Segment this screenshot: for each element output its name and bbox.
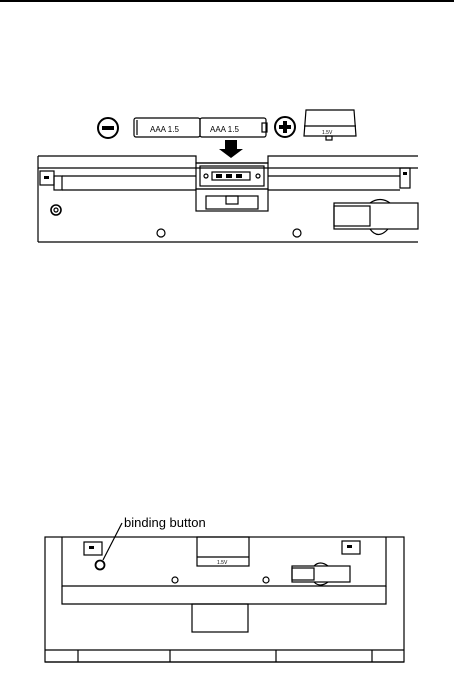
binding-button-figure: binding button 1.5V (45, 515, 404, 662)
battery-right: AAA 1.5 (200, 118, 267, 137)
binding-button-icon (96, 561, 105, 570)
battery-left-label: AAA 1.5 (150, 125, 179, 134)
minus-sign-icon (98, 118, 118, 138)
battery-cover: 1.5V (304, 110, 356, 140)
insert-arrow-icon (219, 140, 243, 158)
battery-cover-closed: 1.5V (197, 537, 249, 566)
binding-button-callout: binding button (124, 515, 206, 530)
keyboard-underside-top (38, 156, 418, 242)
callout-line (103, 523, 122, 560)
battery-installation-figure: AAA 1.5 AAA 1.5 1.5V (38, 110, 418, 242)
plus-sign-icon (275, 117, 295, 137)
battery-left: AAA 1.5 (134, 118, 200, 137)
battery-cover-closed-label: 1.5V (217, 560, 228, 566)
battery-right-label: AAA 1.5 (210, 125, 239, 134)
battery-cover-label: 1.5V (322, 130, 333, 136)
